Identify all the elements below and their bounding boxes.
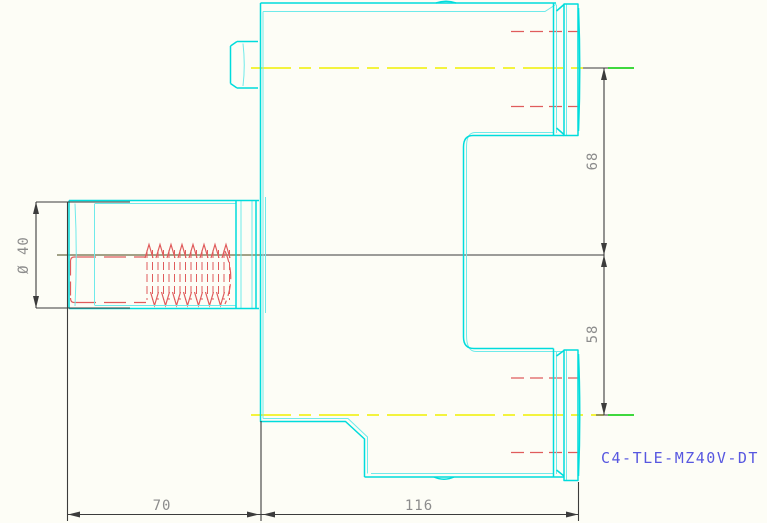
centerlines <box>251 67 604 416</box>
dimension-texts: Ø 40 68 58 70 116 <box>16 152 601 514</box>
dimension-lines <box>35 67 608 521</box>
part-outline <box>68 0 581 482</box>
part-outline-inner <box>74 3 567 480</box>
datum-ticks <box>608 67 634 416</box>
hidden-hole-left-bottom-corner <box>69 297 75 304</box>
part-code-label: C4-TLE-MZ40V-DT <box>601 449 759 467</box>
dimension-upper-offset: 68 <box>585 152 601 171</box>
hidden-hole-end-dome <box>224 250 232 305</box>
dimension-body-width: 116 <box>405 498 433 514</box>
dimension-shaft-diameter: Ø 40 <box>16 236 32 274</box>
thread-crests-top <box>144 242 231 259</box>
dimension-arrows <box>33 68 607 518</box>
hidden-lines <box>69 30 580 454</box>
dimension-lower-offset: 58 <box>585 325 601 344</box>
dimension-shaft-length: 70 <box>153 498 172 514</box>
hidden-hole-left-top-corner <box>69 256 75 262</box>
thread-roots <box>146 250 230 300</box>
